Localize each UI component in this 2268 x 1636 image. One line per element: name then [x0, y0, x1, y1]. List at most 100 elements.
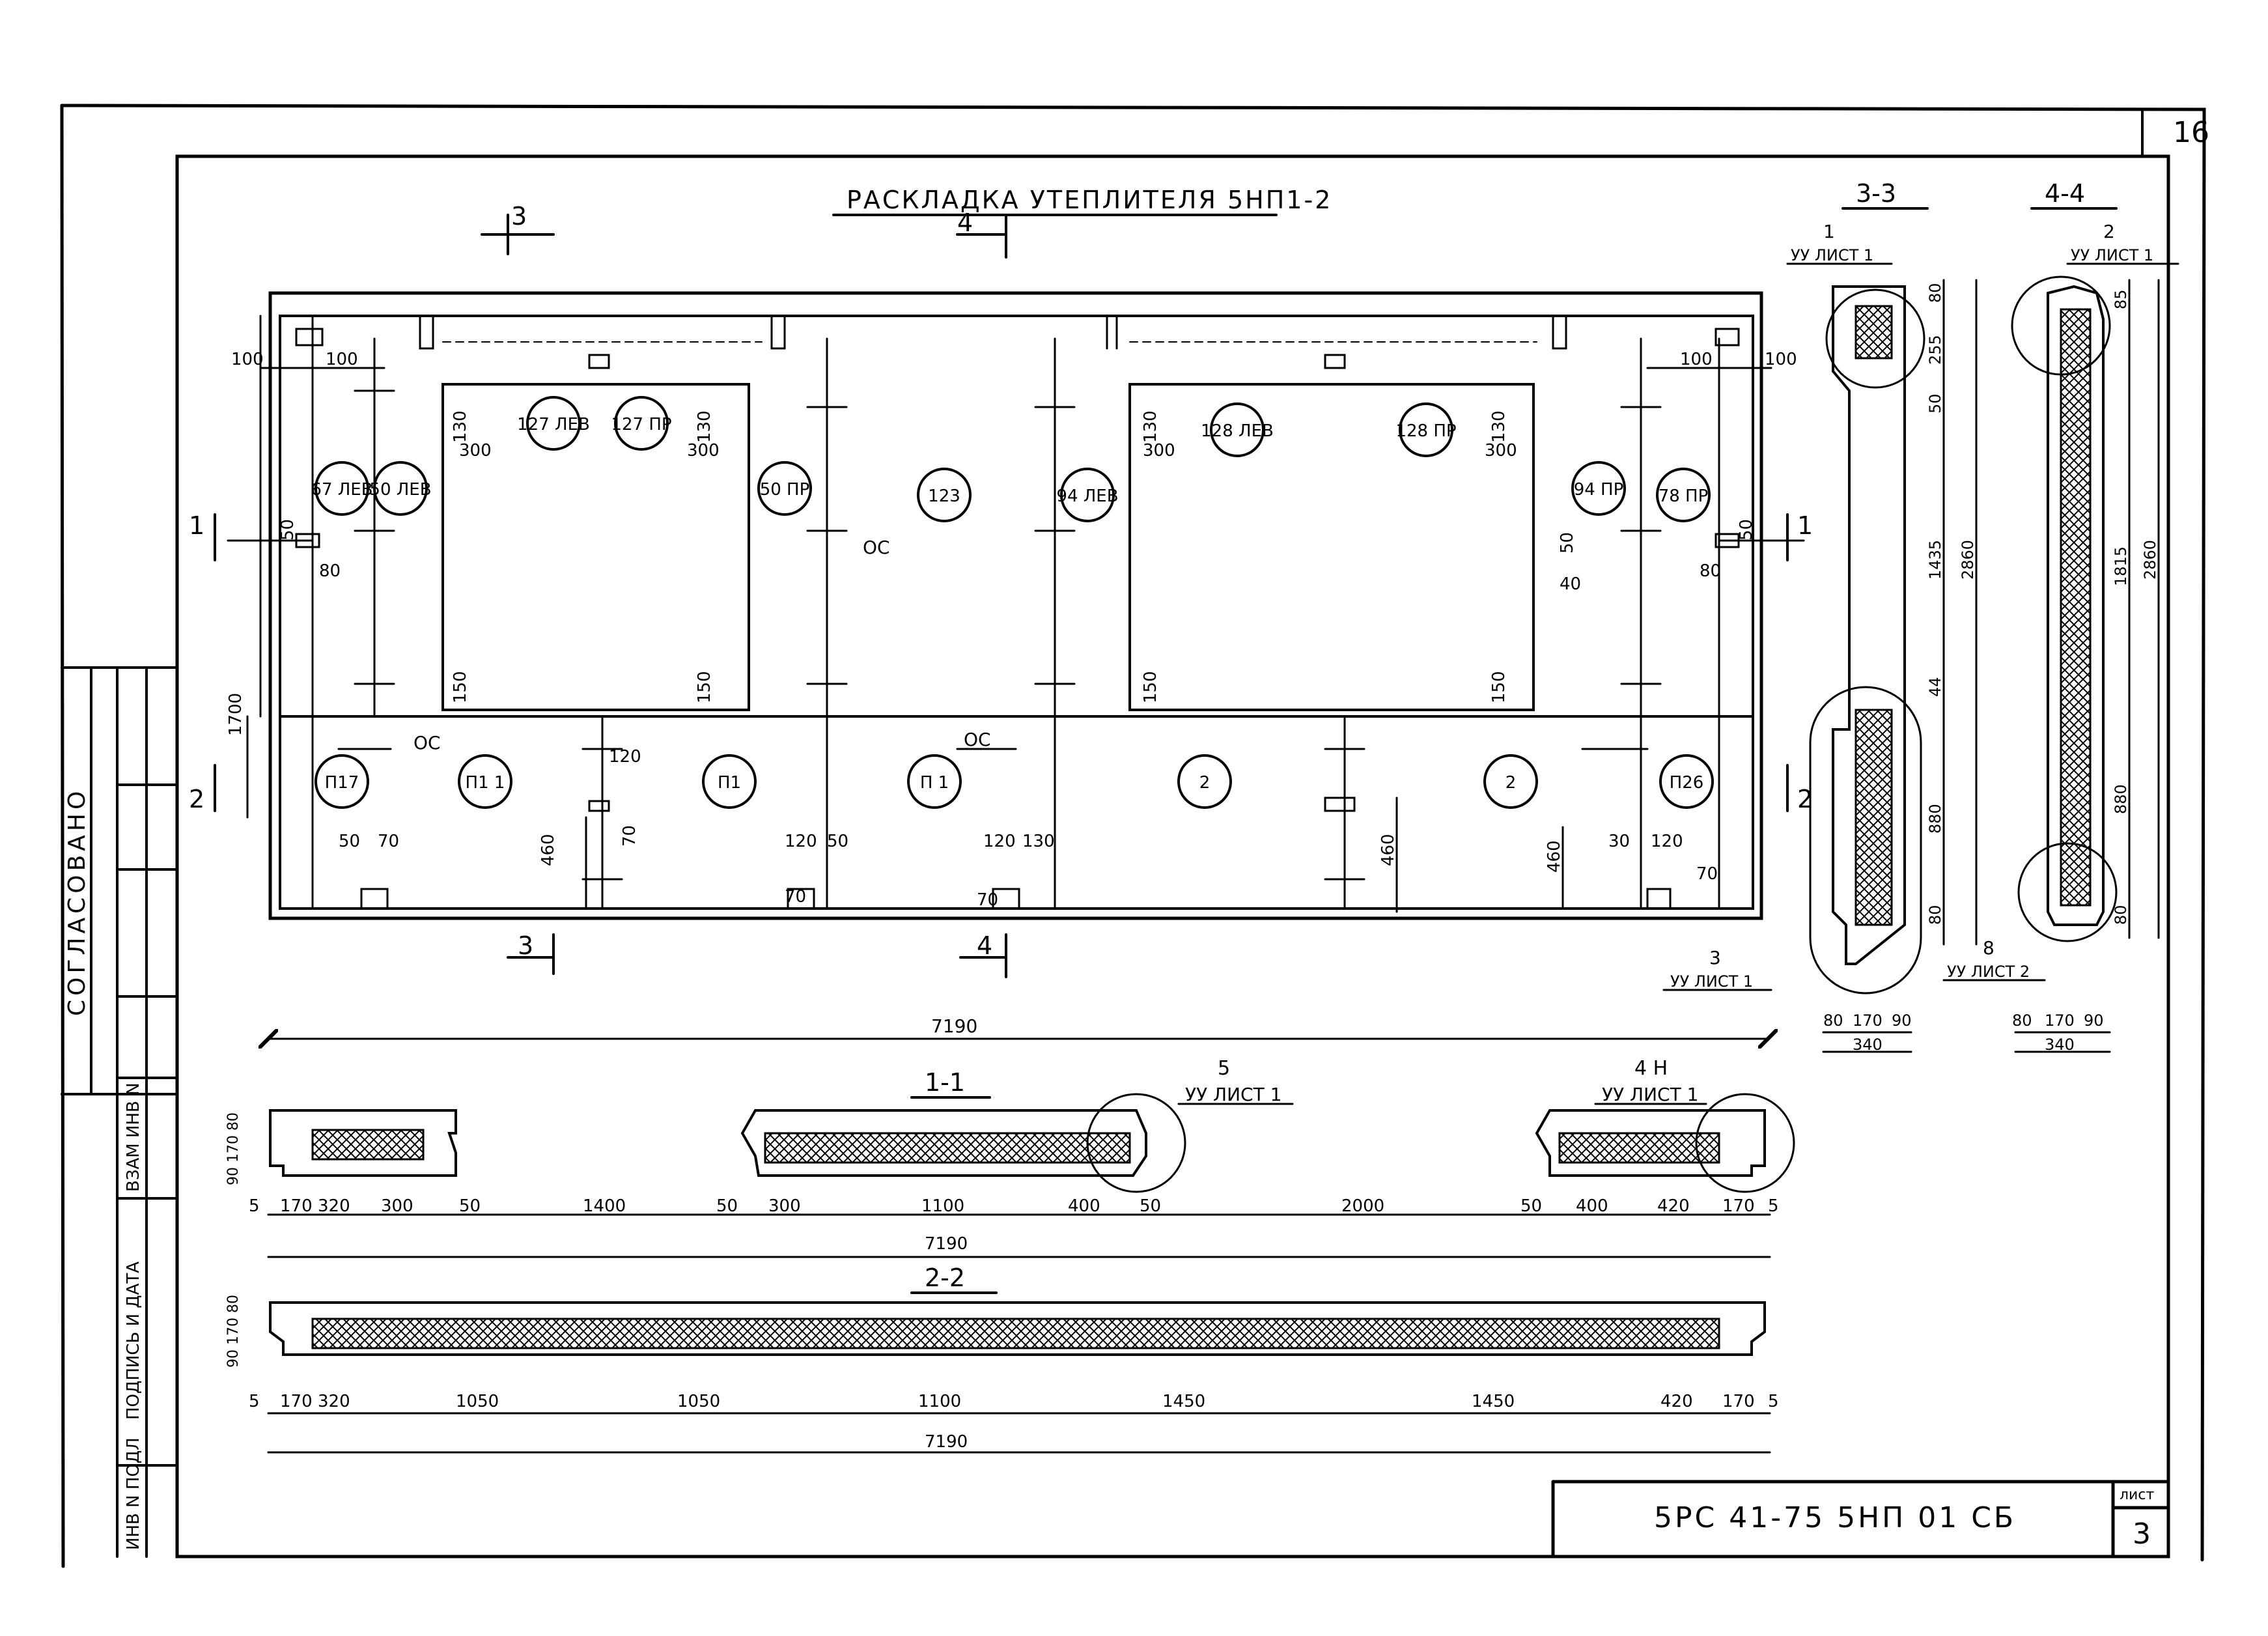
- zone-label: 50 ПР: [760, 480, 810, 500]
- dim: 100: [1680, 350, 1713, 369]
- section-title: 2-2: [925, 1263, 965, 1292]
- dim: 1400: [583, 1196, 626, 1216]
- zone-label: 128 ПР: [1395, 421, 1456, 441]
- cut-mark: 2: [189, 785, 204, 813]
- dim-vertical: 1435: [1926, 540, 1944, 580]
- dim-vertical: 80: [2112, 905, 2130, 925]
- dim: 340: [2045, 1036, 2075, 1054]
- dim-vertical: 1815: [2112, 546, 2130, 586]
- dim-vertical: 85: [2112, 289, 2130, 309]
- cut-mark: 4: [957, 208, 973, 237]
- side-dims: 90 170 80: [225, 1112, 242, 1185]
- cut-mark: 1: [1797, 511, 1813, 540]
- label-approved: СОГЛАСОВАНО: [64, 787, 91, 1016]
- dim: 1450: [1472, 1392, 1515, 1411]
- zone-label: П1 1: [466, 773, 505, 793]
- dim-vertical: 50: [1737, 519, 1756, 541]
- dim: 1450: [1162, 1392, 1205, 1411]
- title-stamp: 5РС 41-75 5НП 01 СБ лист 3: [1551, 1480, 2170, 1558]
- dim-vertical: 70: [620, 825, 639, 847]
- dim: 400: [1576, 1196, 1608, 1216]
- dim: 170: [1853, 1011, 1883, 1030]
- section-1-1: 1-1 5 УУ ЛИСТ 1 4 Н УУ ЛИСТ 1 90 170 80: [225, 1057, 1795, 1258]
- dim: 70: [378, 832, 399, 851]
- cut-mark: 4: [977, 931, 992, 960]
- dim: 70: [977, 890, 998, 910]
- dim: 2000: [1341, 1196, 1384, 1216]
- callout-number: 3: [1709, 947, 1721, 968]
- callout-sub: УУ ЛИСТ 1: [1670, 972, 1753, 991]
- zone-label: 78 ПР: [1659, 487, 1709, 506]
- label-inv-orig: ИНВ N ПОДЛ: [124, 1437, 143, 1550]
- dim: 50: [1520, 1196, 1542, 1216]
- section-1-1-dims: 5 170 320 300 50 1400 50 300 1100 400 50…: [249, 1196, 1779, 1254]
- dim-vertical: 130: [451, 410, 470, 443]
- label-inv-repl: ВЗАМ ИНВ N: [124, 1082, 143, 1192]
- section-2-2: 2-2 90 170 80: [225, 1263, 1771, 1454]
- dim: 1050: [456, 1392, 499, 1411]
- dim-vertical: 150: [1141, 671, 1160, 703]
- dim-vertical: 44: [1926, 677, 1944, 697]
- zone-label: 123: [928, 487, 960, 506]
- dim-vertical: 80: [1926, 905, 1944, 925]
- oc-label: ОС: [863, 537, 890, 558]
- dim: 5: [1768, 1196, 1779, 1216]
- zone-label: П17: [325, 773, 359, 793]
- dim: 120: [785, 832, 817, 851]
- callout-number: 1: [1823, 221, 1835, 242]
- dim: 80: [319, 561, 341, 581]
- dim-vertical: 460: [1545, 840, 1564, 873]
- dim: 30: [1608, 832, 1630, 851]
- dim: 50: [339, 832, 360, 851]
- dim: 80: [1700, 561, 1721, 581]
- dim: 120: [983, 832, 1016, 851]
- dim-total: 7190: [925, 1432, 968, 1452]
- dim: 50: [716, 1196, 738, 1216]
- dim: 50: [459, 1196, 481, 1216]
- dim-vertical: 2860: [1959, 540, 1977, 580]
- dim: 300: [1143, 441, 1175, 460]
- dim: 90: [2084, 1011, 2104, 1030]
- dim: 300: [381, 1196, 413, 1216]
- callout-number: 4 Н: [1634, 1057, 1668, 1080]
- oc-label: ОС: [964, 729, 991, 750]
- zone-label: П 1: [920, 773, 949, 793]
- callout-sub: УУ ЛИСТ 1: [2071, 246, 2153, 264]
- dim-vertical: 130: [695, 410, 714, 443]
- zone-label: 2: [1199, 773, 1211, 793]
- dim: 40: [1560, 574, 1581, 594]
- drawing-title: РАСКЛАДКА УТЕПЛИТЕЛЯ 5НП1-2: [847, 186, 1332, 214]
- zone-label: 67 ЛЕВ: [311, 480, 372, 500]
- dim-vertical: 80: [1926, 283, 1944, 303]
- dim: 80: [2012, 1011, 2032, 1030]
- dim: 320: [318, 1196, 350, 1216]
- cut-markers: 3 4 3 4 1 1 2 2: [189, 202, 1813, 978]
- dim: 300: [459, 441, 492, 460]
- stamp-code: 5РС 41-75 5НП 01 СБ: [1654, 1501, 2016, 1534]
- dim: 420: [1660, 1392, 1693, 1411]
- callout-number: 2: [2103, 221, 2115, 242]
- dim: 100: [326, 350, 358, 369]
- dim-vertical: 130: [1489, 410, 1509, 443]
- dim: 170: [280, 1392, 313, 1411]
- dim: 400: [1068, 1196, 1100, 1216]
- section-4-4: 4-4 2 УУ ЛИСТ 1 8 УУ ЛИСТ 2: [1942, 179, 2179, 1053]
- dim: 120: [609, 747, 641, 767]
- dim-vertical: 460: [539, 834, 558, 866]
- section-3-3-dims: 80 255 50 1435 2860 44 880 80 80 170 90 …: [1823, 283, 1977, 1054]
- zone-label: 127 ПР: [611, 415, 671, 434]
- dim: 80: [1823, 1011, 1843, 1030]
- callout-sub: УУ ЛИСТ 1: [1602, 1084, 1698, 1105]
- dim: 1100: [921, 1196, 964, 1216]
- dim: 50: [1140, 1196, 1161, 1216]
- zone-label: 94 ПР: [1574, 480, 1624, 500]
- dim-vertical: 50: [1926, 393, 1944, 414]
- dim-vertical: 880: [1926, 804, 1944, 834]
- dim: 70: [785, 887, 806, 907]
- dim: 100: [1765, 350, 1797, 369]
- plan-total-dim: 7190: [931, 1015, 977, 1037]
- cut-mark: 1: [189, 511, 204, 540]
- dim: 5: [249, 1392, 260, 1411]
- callout-number: 8: [1983, 937, 1995, 959]
